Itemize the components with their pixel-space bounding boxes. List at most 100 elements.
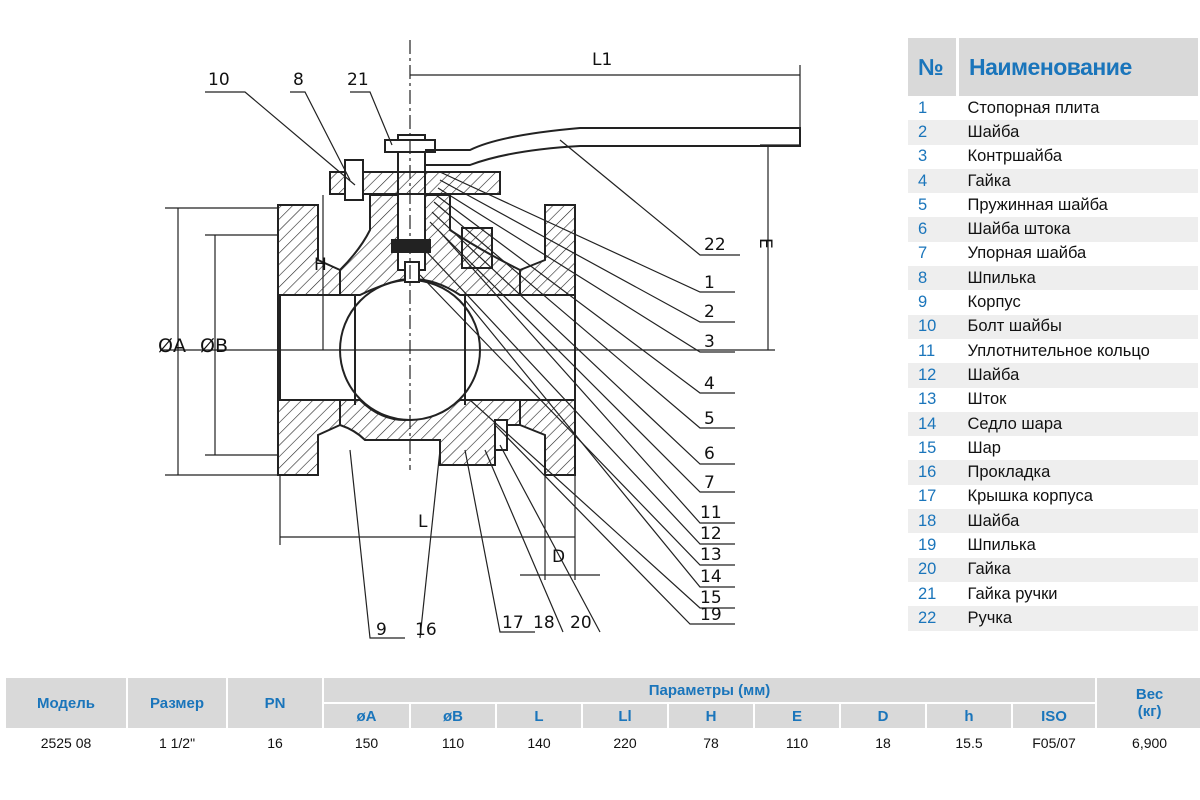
callout-7: 7 bbox=[704, 473, 715, 493]
spec-model: 2525 08 bbox=[40, 735, 92, 751]
callout-22: 22 bbox=[704, 235, 726, 255]
spec-header-size: Размер bbox=[126, 676, 228, 730]
callout-10: 10 bbox=[208, 70, 230, 90]
part-name: Шар bbox=[967, 438, 1001, 457]
dim-e: E bbox=[755, 238, 775, 249]
callout-6: 6 bbox=[704, 444, 715, 464]
parts-row: 9 Корпус bbox=[908, 290, 1198, 314]
spec-param-header: Ll bbox=[581, 702, 669, 730]
part-name: Крышка корпуса bbox=[967, 487, 1093, 506]
part-number: 20 bbox=[908, 557, 958, 582]
parts-row: 15 Шар bbox=[908, 436, 1198, 460]
parts-row: 19 Шпилька bbox=[908, 533, 1198, 557]
spec-param-value: 110 bbox=[441, 735, 465, 751]
dimension-lines bbox=[165, 65, 801, 580]
spec-header-params: Параметры (мм) bbox=[321, 676, 1098, 704]
part-number: 5 bbox=[918, 195, 928, 214]
spec-param-header: ISO bbox=[1010, 702, 1098, 730]
dim-h: H bbox=[314, 255, 327, 275]
part-number: 7 bbox=[918, 244, 928, 263]
parts-row: 17 Крышка корпуса bbox=[908, 485, 1198, 509]
spec-param-value: 78 bbox=[703, 735, 719, 751]
callout-12: 12 bbox=[700, 524, 722, 544]
dim-l: L bbox=[418, 512, 428, 532]
dim-a: ØA bbox=[158, 335, 186, 357]
part-number: 4 bbox=[908, 168, 958, 194]
valve-drawing: 10 8 21 22 1 2 3 4 5 6 7 11 12 13 14 15 … bbox=[158, 40, 801, 640]
part-number: 15 bbox=[918, 438, 937, 457]
part-number: 13 bbox=[918, 390, 937, 409]
part-number: 17 bbox=[918, 487, 937, 506]
spec-size: 1 1/2" bbox=[158, 735, 196, 751]
spec-param-value: 140 bbox=[527, 735, 551, 751]
part-name: Шток bbox=[967, 390, 1007, 409]
part-number: 12 bbox=[908, 363, 958, 388]
callout-1: 1 bbox=[704, 273, 715, 293]
spec-param-header: øB bbox=[409, 702, 497, 730]
callout-5: 5 bbox=[704, 409, 715, 429]
part-name: Упорная шайба bbox=[967, 244, 1087, 263]
part-name: Шпилька bbox=[967, 535, 1036, 554]
spec-param-value: F05/07 bbox=[1032, 735, 1076, 751]
part-number: 6 bbox=[908, 217, 958, 242]
leader-lines bbox=[205, 91, 740, 639]
centerlines bbox=[160, 40, 775, 470]
parts-row: 1 Стопорная плита bbox=[908, 96, 1198, 120]
spec-param-header: E bbox=[753, 702, 841, 730]
spec-pn: 16 bbox=[267, 735, 283, 751]
spec-param-value: 110 bbox=[785, 735, 809, 751]
part-name: Седло шара bbox=[957, 411, 1198, 437]
part-number: 1 bbox=[918, 98, 928, 117]
spec-param-value: 220 bbox=[613, 735, 637, 751]
part-number: 14 bbox=[908, 411, 958, 437]
spec-header-pn: PN bbox=[226, 676, 324, 730]
part-name: Корпус bbox=[967, 293, 1021, 312]
spec-table: Модель Размер PN Параметры (мм) Вес (кг)… bbox=[4, 676, 1200, 756]
callout-15: 15 bbox=[700, 588, 722, 608]
part-number: 8 bbox=[908, 266, 958, 291]
spec-param-value: 18 bbox=[875, 735, 891, 751]
part-number: 3 bbox=[918, 147, 928, 166]
spec-param-value: 150 bbox=[354, 735, 379, 751]
part-name: Прокладка bbox=[957, 460, 1198, 485]
part-number: 21 bbox=[918, 584, 937, 603]
parts-header-num: № bbox=[908, 38, 959, 96]
part-number: 22 bbox=[908, 606, 958, 631]
part-name: Шайба bbox=[957, 509, 1198, 534]
spec-param-header: øA bbox=[322, 702, 411, 730]
part-number: 2 bbox=[908, 120, 958, 145]
callout-8: 8 bbox=[293, 70, 304, 90]
callout-3: 3 bbox=[704, 332, 715, 352]
parts-row: 21 Гайка ручки bbox=[908, 582, 1198, 606]
part-number: 16 bbox=[908, 460, 958, 485]
part-name: Шайба bbox=[957, 120, 1198, 145]
part-number: 11 bbox=[918, 341, 936, 360]
spec-param-header: D bbox=[839, 702, 927, 730]
part-name: Уплотнительное кольцо bbox=[967, 341, 1150, 360]
spec-param-header: H bbox=[667, 702, 755, 730]
parts-row: 11 Уплотнительное кольцо bbox=[908, 339, 1198, 363]
part-name: Стопорная плита bbox=[967, 98, 1100, 117]
callout-18: 18 bbox=[533, 613, 555, 633]
callout-20: 20 bbox=[570, 613, 592, 633]
part-number: 10 bbox=[908, 314, 958, 339]
spec-param-header: L bbox=[495, 702, 583, 730]
callout-9: 9 bbox=[376, 620, 387, 640]
callout-11: 11 bbox=[700, 503, 722, 523]
spec-param-header: h bbox=[925, 702, 1013, 730]
part-name: Гайка ручки bbox=[967, 584, 1058, 603]
callout-21: 21 bbox=[347, 70, 369, 90]
part-number: 9 bbox=[918, 293, 928, 312]
part-number: 19 bbox=[918, 535, 937, 554]
